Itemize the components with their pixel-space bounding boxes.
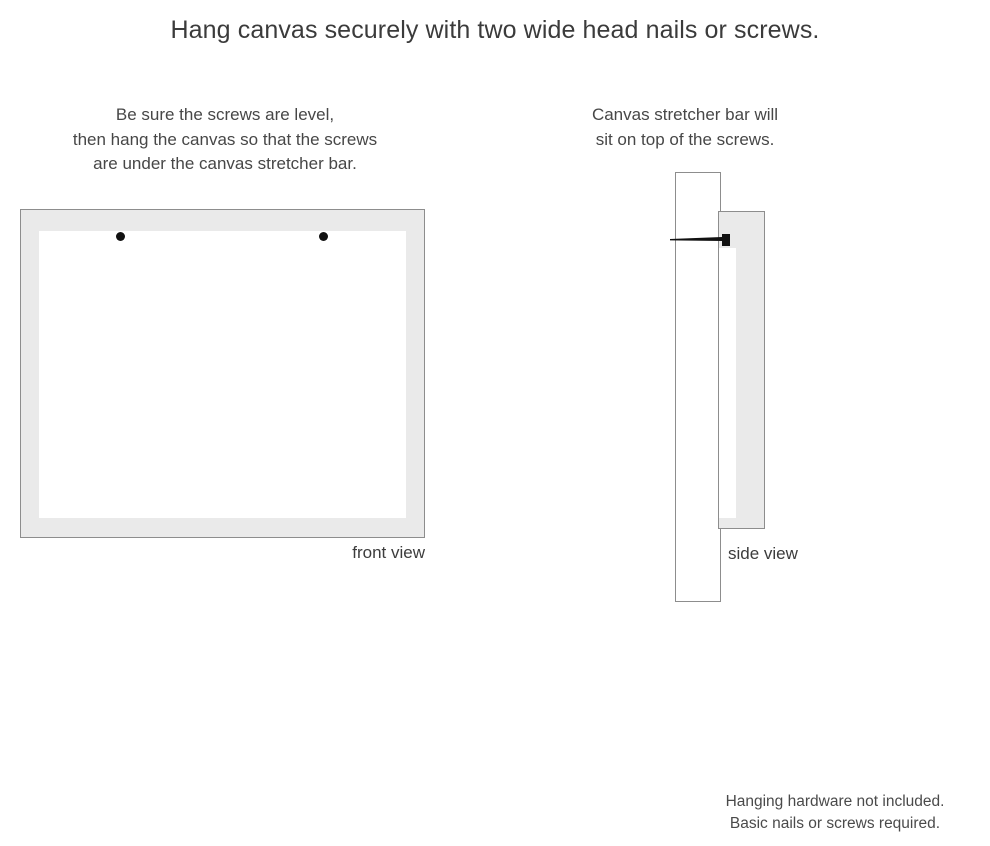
side-view-diagram [670, 172, 765, 603]
side-view-label: side view [728, 544, 798, 563]
page-title: Hang canvas securely with two wide head … [170, 16, 820, 44]
footnote: Hanging hardware not included.Basic nail… [725, 793, 945, 832]
front-view-instructions: Be sure the screws are level,then hang t… [72, 105, 378, 173]
wall-panel [675, 172, 721, 602]
canvas-surface [39, 231, 406, 518]
left-screw-icon [116, 232, 125, 241]
front-view-diagram [20, 209, 425, 538]
front-view-label: front view [352, 543, 425, 562]
canvas-face [719, 248, 736, 518]
nail-icon [670, 234, 730, 246]
right-screw-icon [319, 232, 328, 241]
